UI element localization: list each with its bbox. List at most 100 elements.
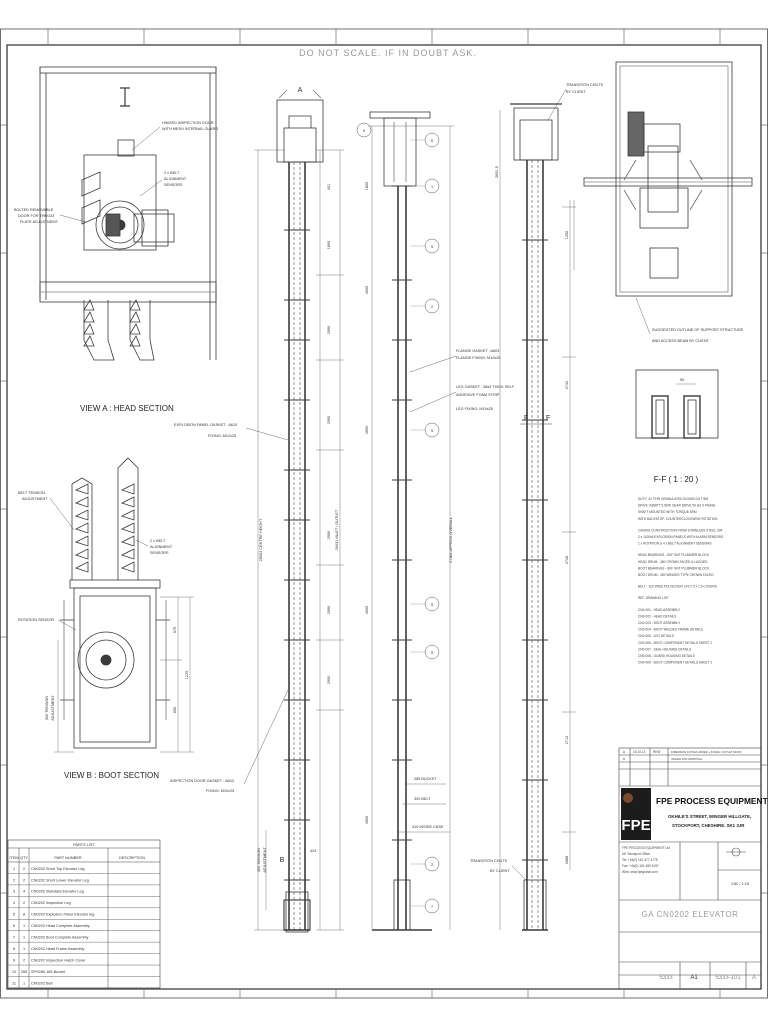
balloon-number: 5 [431,603,433,607]
general-note: CN0-004 - BOOT WELDED FRAME DETAILS [638,628,703,632]
leg1-top-small-dim: 401 [327,184,331,190]
general-note: CN0-009 - BOOT COMPONENT DETAILS SHEET 2 [638,661,712,665]
general-note: REF. DRAWING LIST [638,596,669,600]
revision-letter-cell: A [623,750,626,754]
drawing-title: GA CN0202 ELEVATOR [641,910,738,919]
general-note: HEAD DRUM - 450 CROWN FACED & LAGGED [638,560,708,564]
boot-annotation-rotation-sensor: ROTATION SENSOR [18,618,77,631]
revision-desc-cell: DIMENSION FIXINGS ADDED + INSIDE / OUTLE… [671,750,742,754]
svg-text:TRANSITION CHUTE: TRANSITION CHUTE [470,859,508,863]
svg-text:LEG FIXING: M10x25: LEG FIXING: M10x25 [456,407,493,411]
svg-text:BY CLIENT: BY CLIENT [566,90,586,94]
general-notes: DUTY: 42 T/HR GRANULATED SUGAR 0.8 T/M3D… [638,497,723,665]
company-name: FPE PROCESS EQUIPMENT LTD. [656,796,768,806]
head-bucket [129,299,141,311]
balloon-number: 6 [363,129,365,133]
table-cell-qty: 1 [23,936,25,940]
boot-bucket [120,548,135,560]
table-cell-qty: 2 [23,901,25,905]
leg3-top-dim: 2891.5 [495,166,499,178]
table-cell-item: 8 [13,947,15,951]
leg3-section-dim: 2728 [565,556,569,564]
head-section-title: VIEW A : HEAD SECTION [80,404,174,413]
title-block [618,747,762,990]
general-note: CN0-008 - GUARD HOUSING DETAILS [638,654,695,658]
svg-text:ADJUSTMENT: ADJUSTMENT [22,497,48,501]
svg-text:2 x BELT: 2 x BELT [150,539,166,543]
leg2-section-dim: 4500 [365,426,369,434]
general-note: CN0-001 - HEAD ASSEMBLY [638,608,681,612]
head-annotation-bolted-door: BOLTED REMOVABLE DOOR FOR THROAT PLATE A… [14,208,87,224]
centre-height-dim: 26503 CENTRE HEIGHT [259,518,263,561]
general-note: CN0-006 - BOOT COMPONENT DETAILS SHEET 1 [638,641,712,645]
annotation-support-structure: SUGGESTED OUTLINE OF SUPPORT STRUCTURE A… [635,297,744,343]
table-cell-part-number: CN0202 Standard Elevator Leg [31,890,84,894]
svg-text:BELT TENSION: BELT TENSION [18,491,45,495]
boot-dimension-lines [54,596,194,753]
table-cell-item: 5 [13,913,15,917]
table-cell-qty: 2 [23,878,25,882]
general-note: WITH BACKSTOP, COUNTERCLOCKWISE ROTATION [638,517,718,521]
svg-text:FIXING: M10x25: FIXING: M10x25 [206,789,234,793]
svg-text:LEG GASKET : 38x5 THICK SELF: LEG GASKET : 38x5 THICK SELF [456,385,515,389]
svg-text:ALIGNMENT: ALIGNMENT [164,177,187,181]
parts-list-title: PARTS LIST [73,843,95,847]
balloon-number: 9 [431,651,433,655]
balloon-number: 7 [431,905,433,909]
balloon-number: 2 [431,305,433,309]
table-cell-item: 1 [13,867,15,871]
balloon-number: 1 [431,185,433,189]
head-bucket [129,335,141,347]
general-note: BOOT DRUM - 450 WINGED TYPE CROWN FACED [638,573,714,577]
table-cell-part-number: SPS280-165 Bucket [31,970,66,974]
parts-list-table: PARTS LIST ITEM QTY PART NUMBER DESCRIPT… [7,839,161,989]
leg1-tension-label-1: 300 TENSION [257,848,261,872]
svg-text:410 INSIDE CASE: 410 INSIDE CASE [412,825,444,829]
svg-text:SENSORS: SENSORS [150,551,169,555]
svg-text:PLATE ADJUSTMENT: PLATE ADJUSTMENT [20,220,59,224]
table-cell-part-number: CN0202 Inspection Hatch Cover [31,958,86,962]
svg-text:HINGED INSPECTION DOOR: HINGED INSPECTION DOOR [162,121,214,125]
job-number: 5333 [659,975,673,981]
table-cell-qty: 8 [23,913,25,917]
boot-tension-label-1: 300 TENSION [45,696,49,720]
view-a-head-section [39,66,217,361]
boot-dim-1225: 1225 [185,671,189,679]
inlet-outlet-dim: 26431 INLET / OUTLET [335,509,339,550]
boot-annotation-belt-sensors: 2 x BELT ALIGNMENT SENSORS [135,539,173,555]
general-note: 1 x ROTATION & 4 x BELT ALIGNMENT SENSOR… [638,542,712,546]
section-title: F-F ( 1 : 20 ) [654,475,699,484]
table-cell-qty: 2 [23,958,25,962]
boot-size-labels: 285 BUCKET 320 BELT 410 INSIDE CASE [398,777,450,833]
table-cell-qty: 1 [23,947,25,951]
revision-desc-cell: ISSUED FOR APPROVAL [671,757,703,761]
elevator-leg-view-3 [510,103,562,931]
table-cell-qty: 1 [23,924,25,928]
annotation-transition-bottom: TRANSITION CHUTE BY CLIENT [470,859,527,881]
balloon-number: 5 [431,429,433,433]
parts-header-description: DESCRIPTION [119,856,145,860]
annotation-leg-gasket: LEG GASKET : 38x5 THICK SELF ADHESIVE FO… [409,385,515,413]
general-note: SHAFT MOUNTED WITH TORQUE ARM [638,510,697,514]
svg-text:FLANGE FIXING: M10x25: FLANGE FIXING: M10x25 [456,356,501,360]
table-cell-qty: 2 [23,867,25,871]
annotation-explosion-gasket: EXPLOSION PANEL GASKET : A610 FIXING: M1… [174,423,289,441]
table-cell-qty: 1 [23,981,25,985]
boot-bucket [120,496,135,508]
general-note: DUTY: 42 T/HR GRANULATED SUGAR 0.8 T/M3 [638,497,708,501]
boot-bucket [120,509,135,521]
drawing-scale: 1:60 / 1:15 [731,882,749,886]
parts-header-qty: QTY [20,856,28,860]
table-cell-item: 3 [13,890,15,894]
leg1-section-dim: 1800 [327,241,331,249]
svg-text:SENSORS: SENSORS [164,183,183,187]
svg-text:ADHESIVE FOAM STRIP: ADHESIVE FOAM STRIP [456,393,500,397]
company-address-2: STOCKPORT, CHESHIRE. SK1 3JR [672,823,745,828]
boot-bucket [120,561,135,573]
general-note: CN0-007 - SEAL HOUSING DETAILS [638,647,691,651]
general-note: CN0-002 - HEAD DETAILS [638,614,676,618]
table-cell-item: 11 [12,981,16,985]
table-cell-part-number: CN0202 Belt [31,981,53,985]
